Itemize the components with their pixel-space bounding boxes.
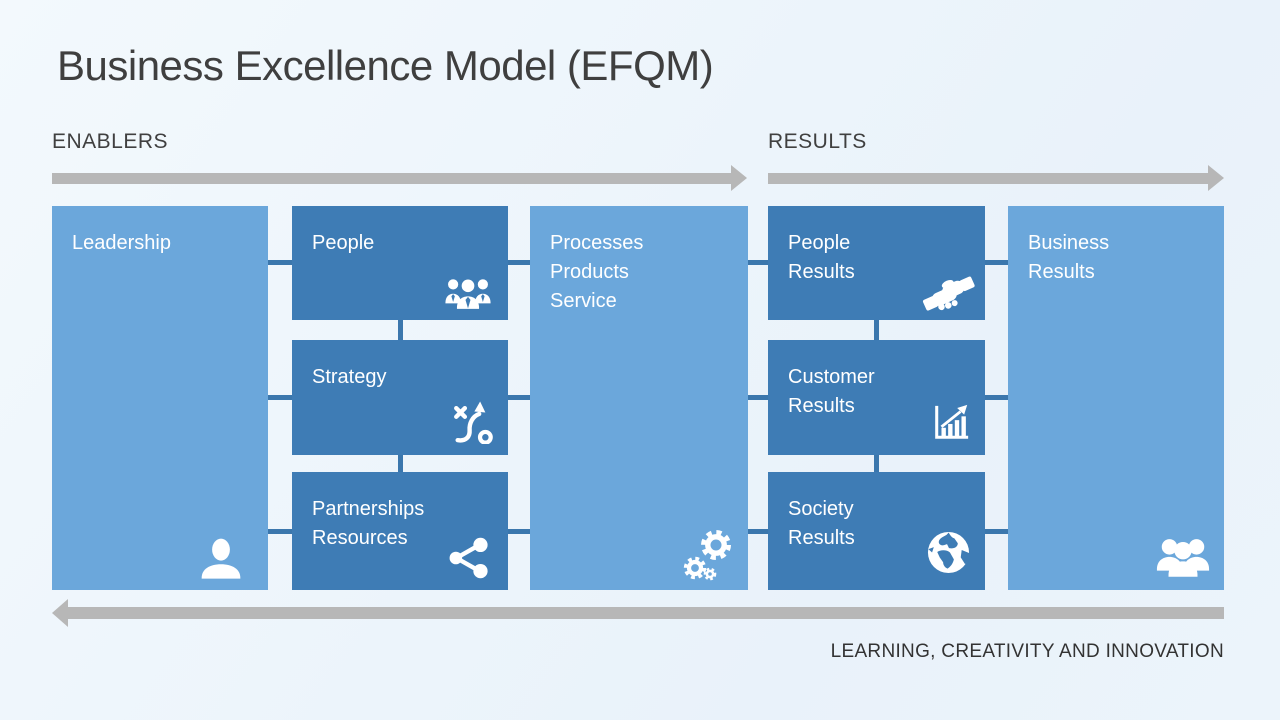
people-box: People bbox=[292, 206, 508, 320]
bar-chart-growth-icon bbox=[931, 403, 971, 443]
customer-results-label: Customer Results bbox=[788, 366, 875, 417]
leadership-label: Leadership bbox=[72, 232, 171, 254]
processes-box: Processes Products Service bbox=[530, 206, 748, 590]
people-results-box: People Results bbox=[768, 206, 985, 320]
connector-line bbox=[985, 260, 1008, 265]
share-network-icon bbox=[448, 536, 492, 580]
connector-line bbox=[508, 260, 530, 265]
globe-icon bbox=[926, 530, 971, 575]
strategy-box: Strategy bbox=[292, 340, 508, 455]
connector-line bbox=[748, 260, 768, 265]
arrow-head bbox=[1208, 165, 1224, 191]
strategy-path-icon bbox=[451, 400, 493, 445]
connector-line bbox=[398, 320, 403, 340]
connector-line bbox=[748, 529, 768, 534]
connector-line bbox=[508, 395, 530, 400]
processes-label: Processes Products Service bbox=[550, 232, 644, 312]
people-label: People bbox=[312, 232, 375, 254]
arrow-shaft bbox=[67, 607, 1224, 619]
connector-line bbox=[508, 529, 530, 534]
arrow-head bbox=[52, 599, 68, 627]
people-group-icon bbox=[1155, 534, 1211, 579]
results-section-label: RESULTS bbox=[768, 130, 867, 153]
enablers-arrow-icon bbox=[52, 165, 747, 192]
connector-line bbox=[268, 260, 292, 265]
person-icon bbox=[198, 537, 244, 581]
enablers-section-label: ENABLERS bbox=[52, 130, 169, 153]
people-results-label: People Results bbox=[788, 232, 855, 283]
arrow-shaft bbox=[768, 173, 1209, 184]
partnerships-label: Partnerships Resources bbox=[312, 498, 425, 549]
partnerships-box: Partnerships Resources bbox=[292, 472, 508, 590]
connector-line bbox=[398, 455, 403, 472]
society-results-box: Society Results bbox=[768, 472, 985, 590]
gears-icon bbox=[682, 528, 740, 582]
team-icon bbox=[444, 276, 492, 311]
results-arrow-icon bbox=[768, 165, 1224, 192]
learning-creativity-innovation-label: LEARNING, CREATIVITY AND INNOVATION bbox=[830, 641, 1224, 662]
learning-feedback-arrow-icon bbox=[52, 599, 1224, 627]
business-results-label: Business Results bbox=[1028, 232, 1110, 283]
connector-line bbox=[985, 529, 1008, 534]
arrow-head bbox=[731, 165, 747, 191]
arrow-shaft bbox=[52, 173, 732, 184]
customer-results-box: Customer Results bbox=[768, 340, 985, 455]
connector-line bbox=[874, 320, 879, 340]
page-title: Business Excellence Model (EFQM) bbox=[57, 42, 714, 89]
strategy-label: Strategy bbox=[312, 366, 387, 388]
leadership-box: Leadership bbox=[52, 206, 268, 590]
handshake-icon bbox=[922, 272, 976, 316]
connector-line bbox=[268, 395, 292, 400]
connector-line bbox=[985, 395, 1008, 400]
society-results-label: Society Results bbox=[788, 498, 855, 549]
connector-line bbox=[748, 395, 768, 400]
connector-line bbox=[268, 529, 292, 534]
business-results-box: Business Results bbox=[1008, 206, 1224, 590]
connector-line bbox=[874, 455, 879, 472]
